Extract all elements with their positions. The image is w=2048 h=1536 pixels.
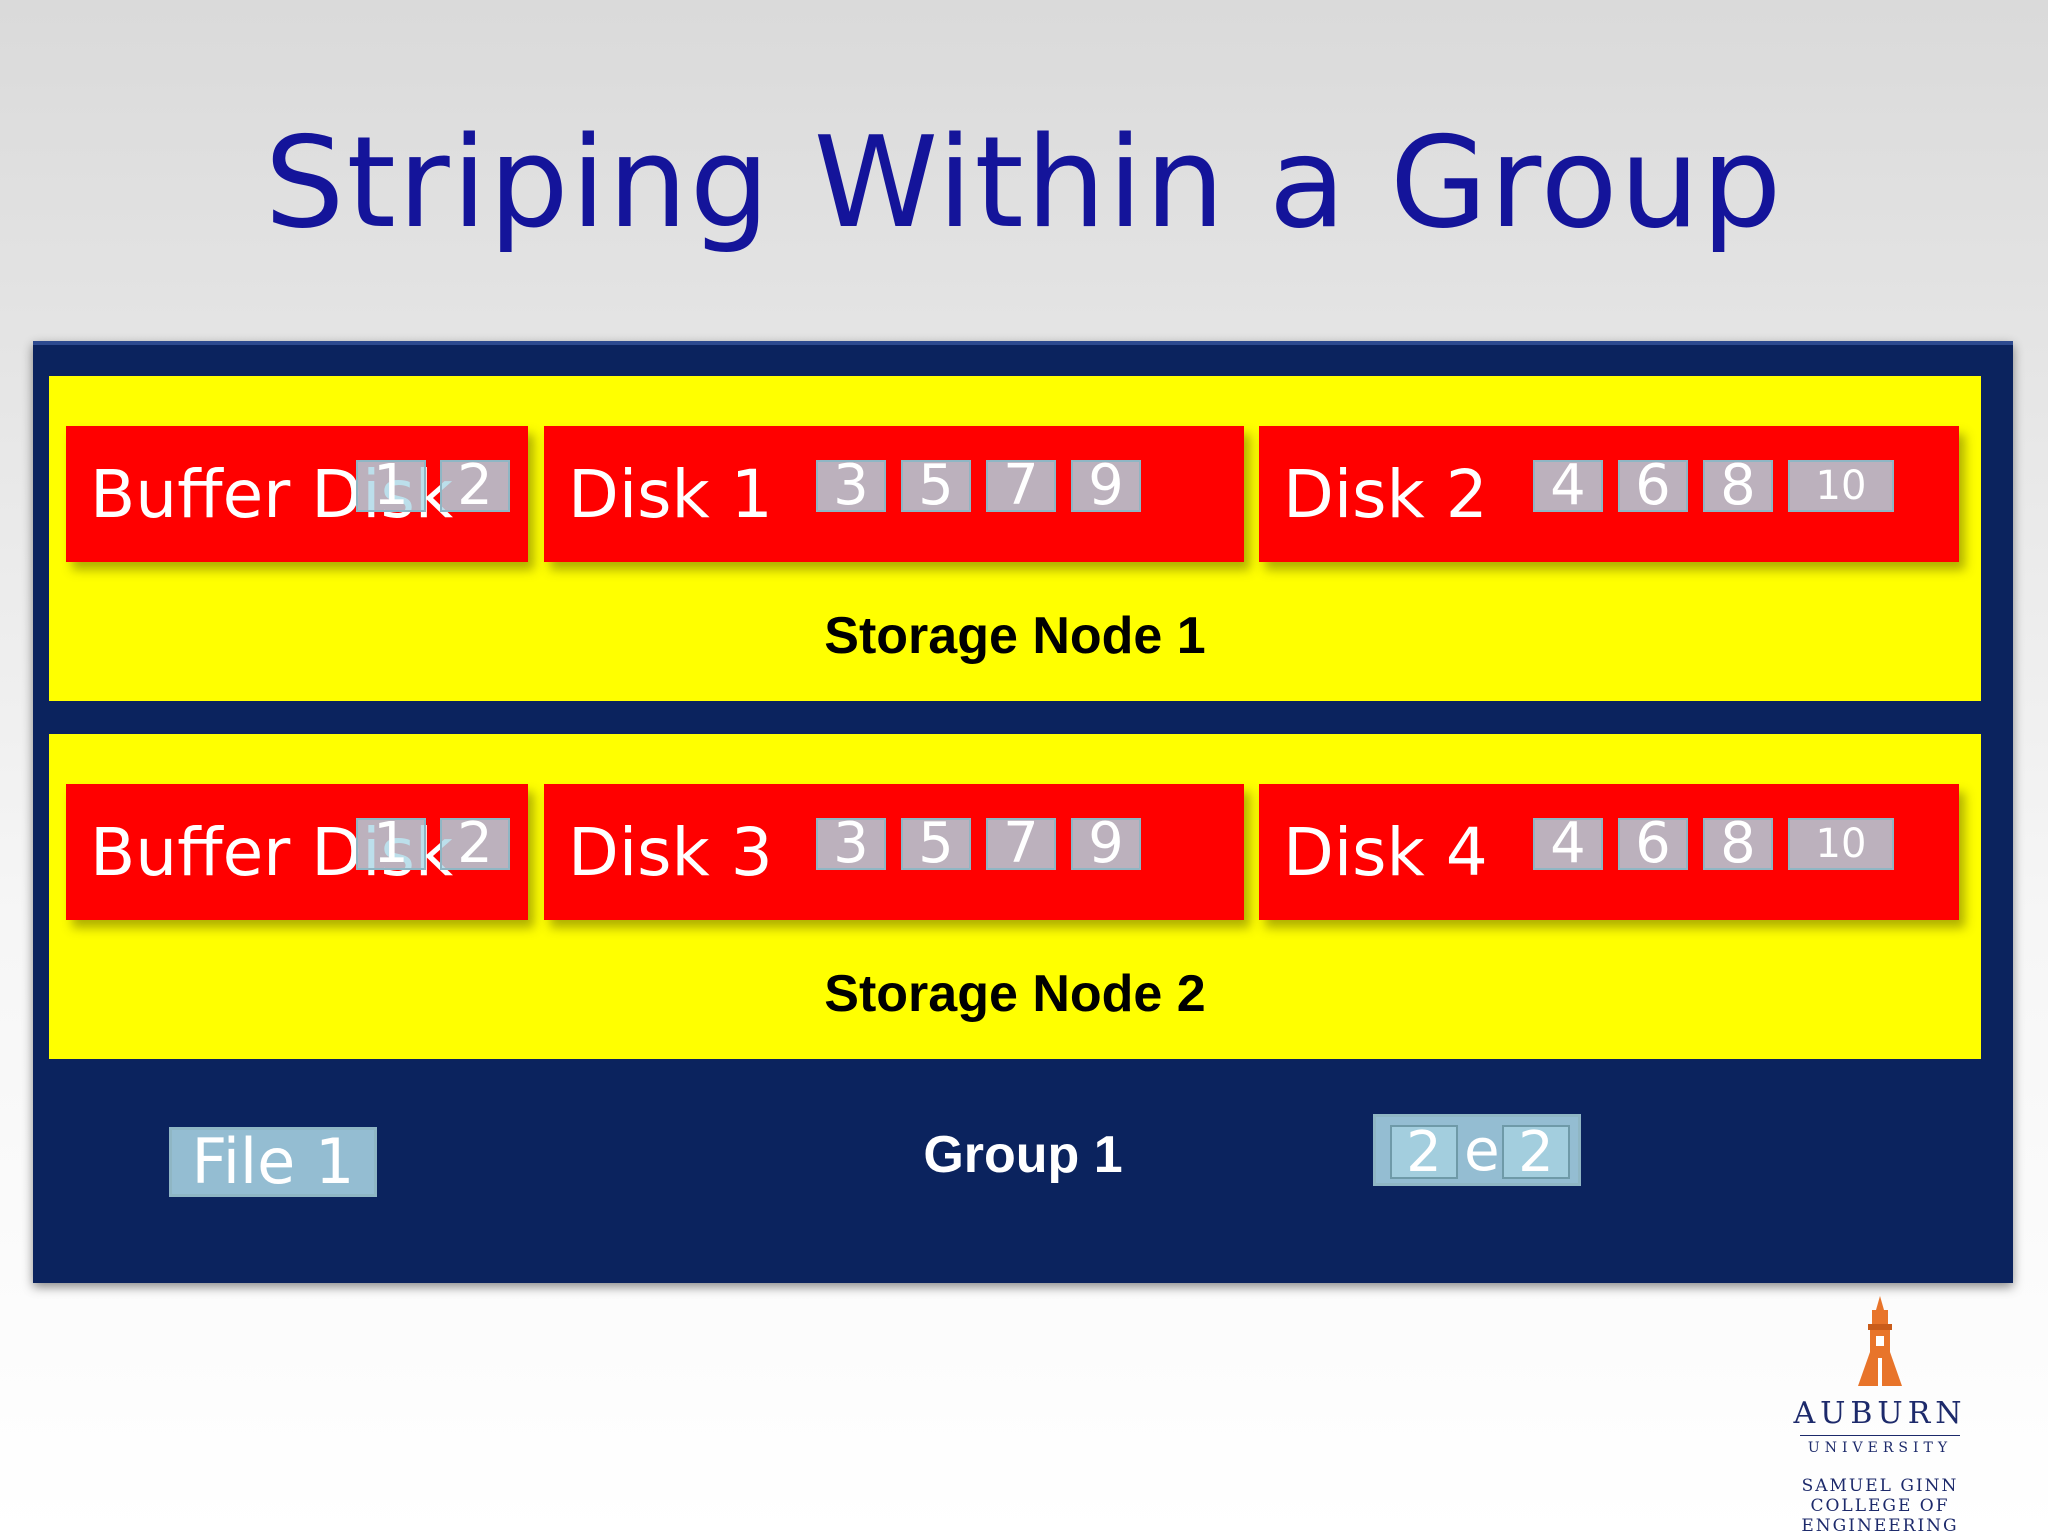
disk-label: Disk 1 (568, 456, 773, 533)
slide-title: Striping Within a Group (264, 109, 1784, 256)
disk-label: Disk 3 (568, 814, 773, 891)
disk-4: Disk 4 4 6 8 10 (1259, 784, 1959, 920)
tower-icon (1858, 1296, 1902, 1386)
stripe-block: 3 (816, 816, 886, 872)
stripe-block: 8 (1703, 816, 1773, 872)
stripe-block: 1 (356, 458, 426, 514)
disk-label: Disk 2 (1283, 456, 1488, 533)
stripe-block: 6 (1618, 458, 1688, 514)
stripe-block: 7 (986, 816, 1056, 872)
file-2-block: 2 e 2 (1373, 1114, 1581, 1186)
stripe-block: 5 (901, 458, 971, 514)
stripe-block: 10 (1788, 818, 1894, 870)
auburn-logo: AUBURN UNIVERSITY SAMUEL GINN COLLEGE OF… (1730, 1296, 2030, 1536)
stripe-block: 2 (1502, 1125, 1570, 1181)
disk-3: Disk 3 3 5 7 9 (544, 784, 1244, 920)
stripe-block: 1 (356, 816, 426, 872)
stripe-block: 9 (1071, 816, 1141, 872)
buffer-disk-node-2: Buffer Disk 1 2 (66, 784, 528, 920)
disk-2: Disk 2 4 6 8 10 (1259, 426, 1959, 562)
storage-node-label: Storage Node 1 (824, 607, 1206, 665)
stripe-block: 9 (1071, 458, 1141, 514)
group-1-container: Buffer Disk 1 2 Disk 1 3 5 7 9 Disk 2 4 … (33, 341, 2013, 1283)
group-label: Group 1 (923, 1126, 1123, 1184)
logo-university: UNIVERSITY (1807, 1440, 1953, 1456)
stripe-block: 5 (901, 816, 971, 872)
stripe-block: 4 (1533, 816, 1603, 872)
stripe-block: 2 (440, 816, 510, 872)
stripe-block: 2 (1390, 1125, 1458, 1181)
storage-node-label: Storage Node 2 (824, 965, 1206, 1023)
storage-node-1: Buffer Disk 1 2 Disk 1 3 5 7 9 Disk 2 4 … (49, 376, 1981, 701)
file-2-text: e (1464, 1116, 1500, 1184)
stripe-block: 4 (1533, 458, 1603, 514)
stripe-block: 7 (986, 458, 1056, 514)
logo-name: AUBURN (1793, 1396, 1967, 1431)
logo-college-line-2: COLLEGE OF ENGINEERING (1801, 1496, 1959, 1536)
stripe-block: 6 (1618, 816, 1688, 872)
file-1-block: File 1 (169, 1127, 377, 1197)
stripe-block: 10 (1788, 460, 1894, 512)
logo-college-line-1: SAMUEL GINN (1801, 1476, 1959, 1496)
logo-divider (1800, 1435, 1960, 1436)
disk-label: Disk 4 (1283, 814, 1488, 891)
stripe-block: 3 (816, 458, 886, 514)
buffer-disk-node-1: Buffer Disk 1 2 (66, 426, 528, 562)
stripe-block: 2 (440, 458, 510, 514)
disk-1: Disk 1 3 5 7 9 (544, 426, 1244, 562)
stripe-block: 8 (1703, 458, 1773, 514)
storage-node-2: Buffer Disk 1 2 Disk 3 3 5 7 9 Disk 4 4 … (49, 734, 1981, 1059)
